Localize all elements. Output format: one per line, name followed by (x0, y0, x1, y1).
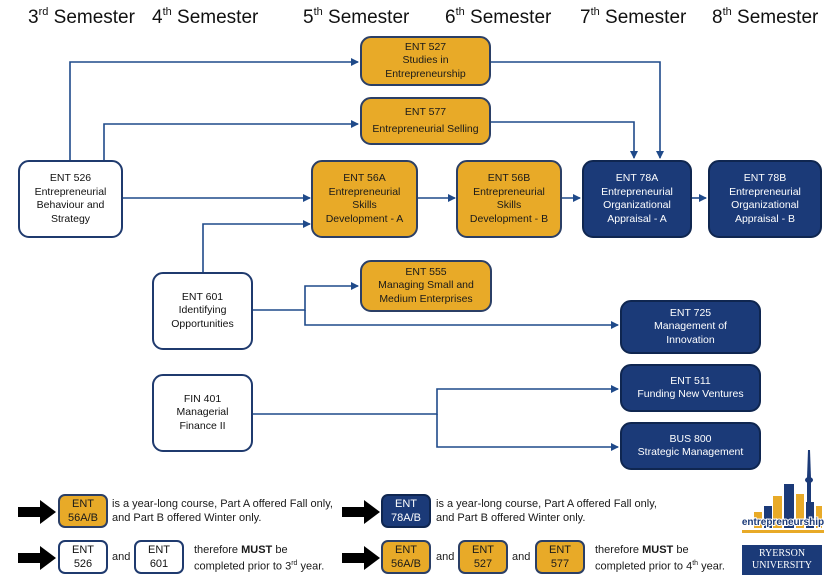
legend-and-text: and (512, 551, 531, 563)
course-ent526[interactable]: ENT 526 Entrepreneurial Behaviour and St… (18, 160, 123, 238)
course-ent511[interactable]: ENT 511 Funding New Ventures (620, 364, 761, 412)
legend-gold-text: is a year-long course, Part A offered Fa… (112, 498, 333, 524)
edge-527-78a (490, 61, 664, 159)
course-ent601[interactable]: ENT 601 Identifying Opportunities (152, 272, 253, 350)
legend-navy-box: ENT 78A/B (381, 494, 431, 528)
legend-req2-text: therefore MUST be completed prior to 4th… (595, 544, 725, 573)
legend-req-box-527: ENT 527 (458, 540, 508, 574)
semester-header-8: 8th Semester (712, 6, 819, 28)
legend-req-box-577: ENT 577 (535, 540, 585, 574)
edge-fin401-511 (252, 385, 619, 415)
legend-arrow-icon (18, 500, 56, 524)
legend-and-text: and (436, 551, 455, 563)
legend-req1-text: therefore MUST be completed prior to 3rd… (194, 544, 325, 573)
legend-navy-text: is a year-long course, Part A offered Fa… (436, 498, 657, 524)
edge-601-725 (304, 310, 619, 329)
legend-req-box-56ab: ENT 56A/B (381, 540, 431, 574)
legend-arrow-icon (342, 500, 380, 524)
legend-arrow-icon (18, 546, 56, 570)
legend-and-text: and (112, 551, 131, 563)
edge-fin401-800 (436, 414, 619, 451)
legend-arrow-icon (342, 546, 380, 570)
course-ent78a[interactable]: ENT 78A Entrepreneurial Organizational A… (582, 160, 692, 238)
course-ent577[interactable]: ENT 577 Entrepreneurial Selling (360, 97, 491, 145)
edge-526-527 (69, 58, 359, 160)
edge-601-555 (252, 282, 359, 311)
edge-526-577 (103, 120, 359, 160)
semester-header-6: 6th Semester (445, 6, 552, 28)
edge-601-56a (202, 220, 311, 272)
edge-577-78a (490, 121, 638, 159)
course-ent527[interactable]: ENT 527 Studies in Entrepreneurship (360, 36, 491, 86)
course-fin401[interactable]: FIN 401 Managerial Finance II (152, 374, 253, 452)
course-ent725[interactable]: ENT 725 Management of Innovation (620, 300, 761, 354)
course-ent78b[interactable]: ENT 78B Entrepreneurial Organizational A… (708, 160, 822, 238)
course-ent56b[interactable]: ENT 56B Entrepreneurial Skills Developme… (456, 160, 562, 238)
legend-req-box-601: ENT 601 (134, 540, 184, 574)
entrepreneurship-logo: entrepreneurship (741, 450, 825, 533)
semester-header-5: 5th Semester (303, 6, 410, 28)
course-ent56a[interactable]: ENT 56A Entrepreneurial Skills Developme… (311, 160, 418, 238)
course-ent555[interactable]: ENT 555 Managing Small and Medium Enterp… (360, 260, 492, 312)
course-bus800[interactable]: BUS 800 Strategic Management (620, 422, 761, 470)
ryerson-logo: RYERSON UNIVERSITY (742, 545, 822, 575)
semester-header-3: 3rd Semester (28, 6, 135, 28)
entrepreneurship-wordmark: entrepreneurship (742, 517, 824, 528)
legend-gold-box: ENT 56A/B (58, 494, 108, 528)
semester-header-4: 4th Semester (152, 6, 259, 28)
legend-req-box-526: ENT 526 (58, 540, 108, 574)
semester-header-7: 7th Semester (580, 6, 687, 28)
